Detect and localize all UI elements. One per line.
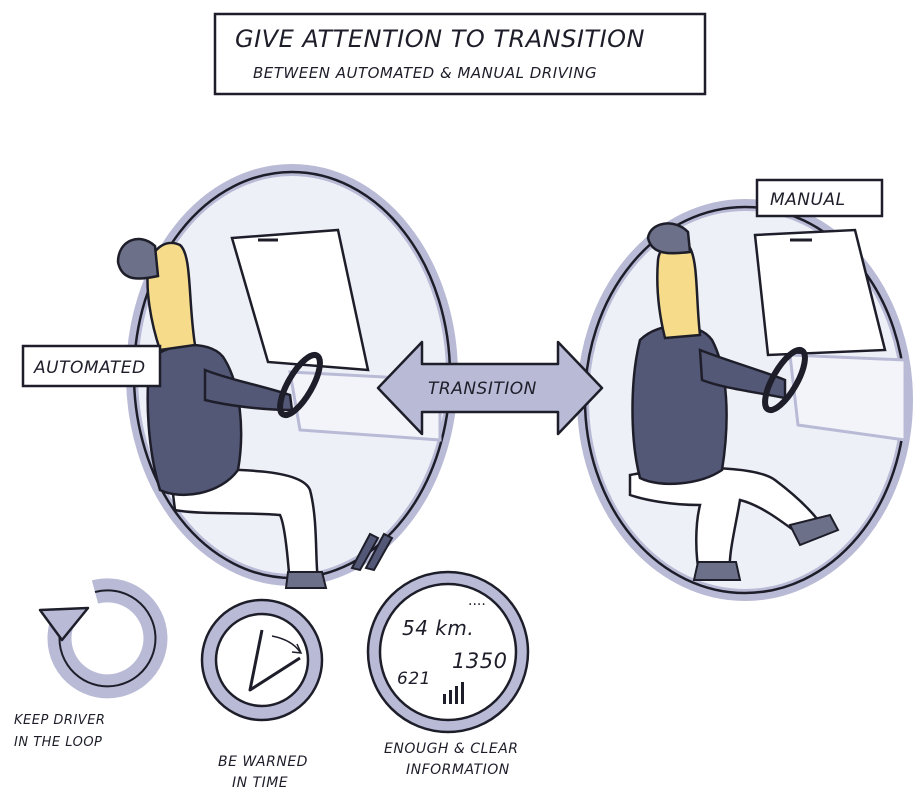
title-line1: GIVE ATTENTION TO TRANSITION <box>235 25 645 53</box>
loop-arrow-icon <box>38 578 168 699</box>
title-box: GIVE ATTENTION TO TRANSITION BETWEEN AUT… <box>213 12 707 96</box>
automated-label-text: AUTOMATED <box>33 358 146 378</box>
automated-label: AUTOMATED <box>21 344 162 388</box>
title-line2: BETWEEN AUTOMATED & MANUAL DRIVING <box>253 64 597 82</box>
tip-keep-line1: KEEP DRIVER <box>14 713 105 728</box>
transition-label: TRANSITION <box>428 379 537 399</box>
tip-warn-line1: BE WARNED <box>218 754 308 770</box>
tip-info-line1: ENOUGH & CLEAR <box>384 741 519 757</box>
steering-wheel-left <box>277 351 323 419</box>
manual-label: MANUAL <box>755 178 884 218</box>
manual-label-text: MANUAL <box>770 190 846 210</box>
dashboard-dots: .... <box>468 593 486 609</box>
manual-scene <box>577 199 913 601</box>
windshield-right <box>753 228 887 357</box>
dashboard-speed: 54 km. <box>402 616 474 640</box>
tip-info-line2: INFORMATION <box>406 762 510 778</box>
tip-warn-line2: IN TIME <box>232 775 288 791</box>
tip-keep-line2: IN THE LOOP <box>14 735 102 750</box>
dashboard-number-a: 1350 <box>452 649 507 673</box>
clock-icon <box>200 598 324 722</box>
signal-bars-icon <box>443 682 464 704</box>
transition-arrow: TRANSITION <box>376 340 604 436</box>
automated-scene <box>116 164 458 589</box>
dashboard-display-icon: .... 54 km. 1350 621 <box>366 570 530 734</box>
windshield-left <box>230 228 370 372</box>
steering-wheel-right <box>762 346 808 414</box>
dashboard-number-b: 621 <box>397 669 431 689</box>
